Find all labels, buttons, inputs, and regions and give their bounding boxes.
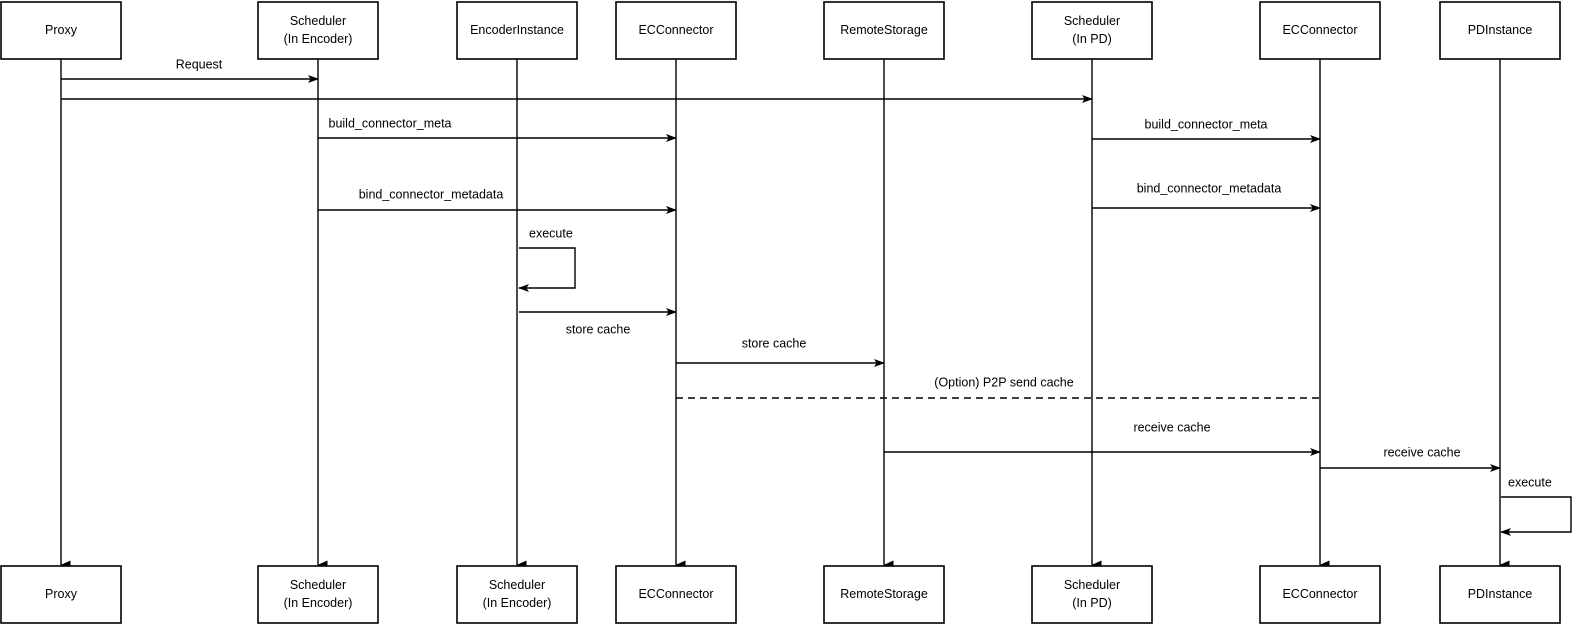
messages-group: Request build_connector_meta build_connect… [61, 57, 1501, 472]
participant-box-rect [456, 565, 578, 624]
message-build-connector-meta-right[interactable]: build_connector_meta [1092, 117, 1321, 143]
participant-box-bottom-encoder_instance[interactable]: Scheduler (In Encoder) [456, 565, 578, 624]
message-p2p-send-cache[interactable]: (Option) P2P send cache [676, 375, 1320, 399]
participant-label-line1: Proxy [45, 587, 78, 601]
self-message-path [518, 247, 576, 292]
message-label: store cache [742, 336, 807, 350]
message-receive-cache-remote-to-ec[interactable]: receive cache [884, 420, 1321, 456]
message-bind-connector-metadata-right[interactable]: bind_connector_metadata [1092, 181, 1321, 212]
message-label: build_connector_meta [329, 116, 452, 130]
participant-box-rect [257, 565, 379, 624]
participant-box-bottom-scheduler_pd[interactable]: Scheduler (In PD) [1031, 565, 1153, 624]
self-message-label: execute [1508, 475, 1552, 489]
message-label: store cache [566, 322, 631, 336]
participant-label-line1: Scheduler [489, 578, 545, 592]
participant-label-line2: (In Encoder) [483, 596, 552, 610]
message-label: bind_connector_metadata [1137, 181, 1282, 195]
participant-label-line1: RemoteStorage [840, 23, 928, 37]
participant-box-rect [823, 565, 945, 624]
participant-box-rect [1259, 1, 1381, 60]
participant-box-rect [456, 1, 578, 60]
participant-box-rect [0, 1, 122, 60]
participant-label-line1: Proxy [45, 23, 78, 37]
participant-label-line1: ECConnector [1282, 23, 1357, 37]
participant-box-rect [1259, 565, 1381, 624]
message-label: build_connector_meta [1145, 117, 1268, 131]
message-label: bind_connector_metadata [359, 187, 504, 201]
self-message-label: execute [529, 226, 573, 240]
self-message-path [1500, 496, 1572, 536]
self-messages-group: execute execute [518, 226, 1572, 536]
participant-box-top-pd_instance[interactable]: PDInstance [1439, 1, 1561, 60]
participant-box-rect [1439, 565, 1561, 624]
participant-label-line1: PDInstance [1468, 23, 1533, 37]
participant-box-rect [1031, 565, 1153, 624]
participant-box-bottom-proxy[interactable]: Proxy [0, 565, 122, 624]
participant-box-rect [615, 1, 737, 60]
message-bind-connector-metadata-left[interactable]: bind_connector_metadata [318, 187, 677, 214]
participant-label-line1: Scheduler [1064, 578, 1120, 592]
participant-label-line1: ECConnector [638, 23, 713, 37]
participant-label-line2: (In Encoder) [284, 32, 353, 46]
participant-box-top-encoder_instance[interactable]: EncoderInstance [456, 1, 578, 60]
message-label: Request [176, 57, 223, 71]
participant-box-top-remote_storage[interactable]: RemoteStorage [823, 1, 945, 60]
participant-label-line1: Scheduler [290, 578, 346, 592]
participant-label-line1: EncoderInstance [470, 23, 564, 37]
participant-label-line1: RemoteStorage [840, 587, 928, 601]
participant-label-line1: ECConnector [638, 587, 713, 601]
message-build-connector-meta-left[interactable]: build_connector_meta [318, 116, 677, 142]
message-label: (Option) P2P send cache [934, 375, 1073, 389]
participant-box-rect [1439, 1, 1561, 60]
participant-box-rect [257, 1, 379, 60]
participant-label-line2: (In Encoder) [284, 596, 353, 610]
participant-label-line2: (In PD) [1072, 596, 1112, 610]
message-receive-cache-ec-to-pd[interactable]: receive cache [1320, 445, 1501, 472]
participant-label-line2: (In PD) [1072, 32, 1112, 46]
participant-box-top-scheduler_encoder[interactable]: Scheduler (In Encoder) [257, 1, 379, 60]
participant-label-line1: PDInstance [1468, 587, 1533, 601]
participant-box-rect [0, 565, 122, 624]
participant-label-line1: Scheduler [290, 14, 346, 28]
participant-box-top-ec_connector_left[interactable]: ECConnector [615, 1, 737, 60]
participant-box-top-ec_connector_right[interactable]: ECConnector [1259, 1, 1381, 60]
self-message-execute-encoder[interactable]: execute [518, 226, 576, 292]
message-store-cache-remote[interactable]: store cache [676, 336, 885, 367]
lifelines-group [60, 59, 1510, 570]
participant-box-bottom-scheduler_encoder[interactable]: Scheduler (In Encoder) [257, 565, 379, 624]
participant-label-line1: ECConnector [1282, 587, 1357, 601]
participant-box-bottom-ec_connector_left[interactable]: ECConnector [615, 565, 737, 624]
message-label: receive cache [1133, 420, 1210, 434]
participant-box-rect [615, 565, 737, 624]
message-store-cache-encoder[interactable]: store cache [519, 308, 677, 336]
self-message-execute-pd[interactable]: execute [1500, 475, 1572, 536]
message-label: receive cache [1383, 445, 1460, 459]
participant-box-rect [1031, 1, 1153, 60]
participant-box-rect [823, 1, 945, 60]
participant-box-top-scheduler_pd[interactable]: Scheduler (In PD) [1031, 1, 1153, 60]
participant-box-bottom-remote_storage[interactable]: RemoteStorage [823, 565, 945, 624]
participant-box-bottom-pd_instance[interactable]: PDInstance [1439, 565, 1561, 624]
participant-label-line1: Scheduler [1064, 14, 1120, 28]
participant-box-top-proxy[interactable]: Proxy [0, 1, 122, 60]
message-request[interactable]: Request [61, 57, 319, 83]
participant-box-bottom-ec_connector_right[interactable]: ECConnector [1259, 565, 1381, 624]
